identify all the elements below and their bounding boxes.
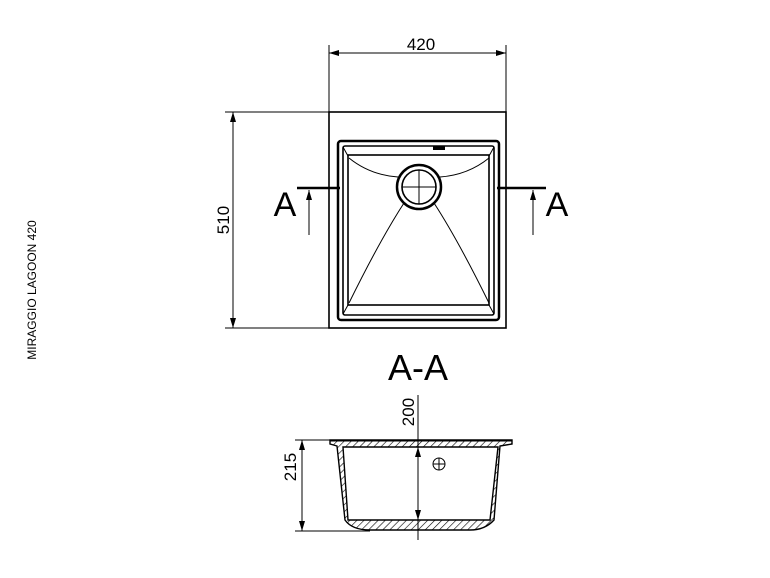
bowl-outer	[336, 139, 501, 322]
bowl-depth-dimension: 200	[399, 398, 418, 426]
product-title: MIRAGGIO LAGOON 420	[25, 220, 39, 360]
section-marker-left: A	[274, 186, 297, 224]
overflow-slot	[433, 146, 445, 150]
section-label: A-A	[388, 347, 448, 388]
section-marker-right: A	[546, 186, 569, 224]
depth-dimension: 510	[214, 206, 233, 234]
sink-outline	[328, 111, 507, 329]
plan-view: 420 510 A A	[214, 35, 569, 329]
drain-icon	[395, 163, 443, 211]
width-dimension: 420	[407, 35, 435, 54]
section-view: 200 215	[281, 395, 513, 540]
total-height-dimension: 215	[281, 453, 300, 481]
